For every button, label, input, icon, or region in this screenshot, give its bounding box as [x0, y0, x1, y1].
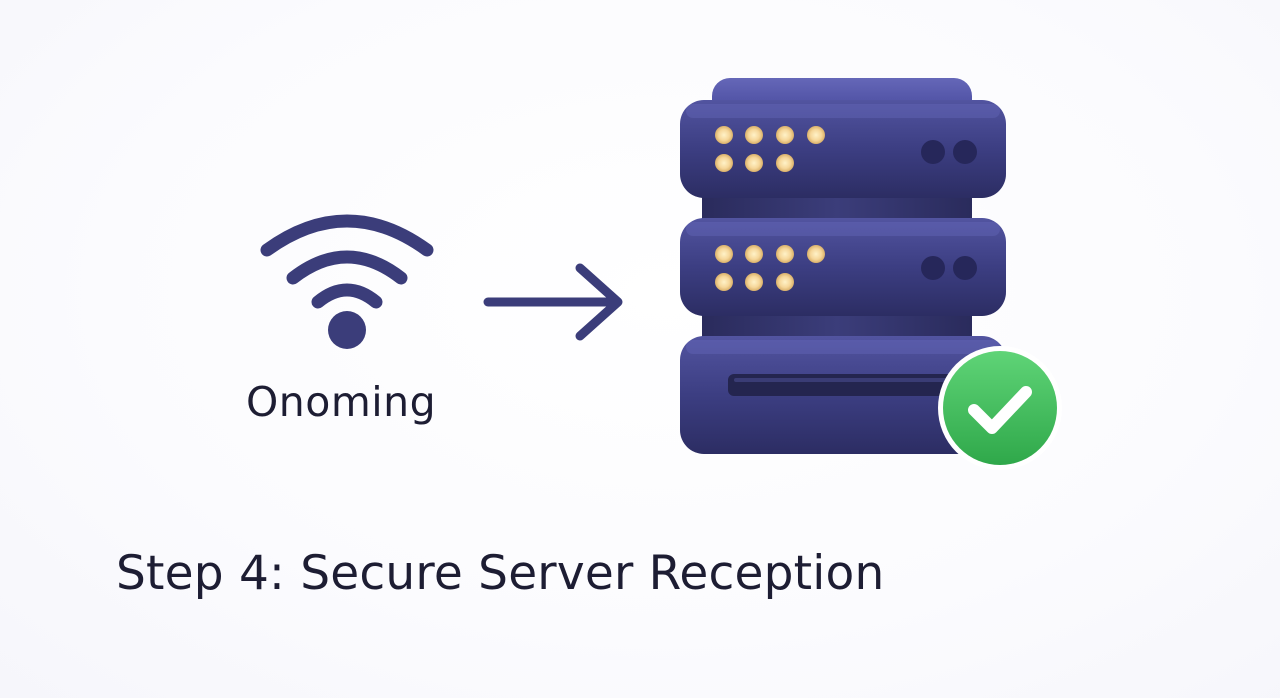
server-unit-1 [680, 100, 1006, 198]
status-led-grid [715, 126, 825, 172]
incoming-label: Onoming [246, 378, 437, 426]
arrow-right-icon [483, 263, 623, 341]
incoming-source: Onoming [246, 206, 446, 446]
server-stack-icon [680, 78, 1062, 470]
server-unit-2 [680, 218, 1006, 316]
wifi-icon [260, 214, 434, 349]
drive-slot [728, 374, 964, 396]
server-unit-3 [680, 336, 1006, 454]
status-led-grid [715, 245, 825, 291]
checkmark-icon [938, 346, 1062, 470]
step-title: Step 4: Secure Server Reception [116, 546, 885, 601]
